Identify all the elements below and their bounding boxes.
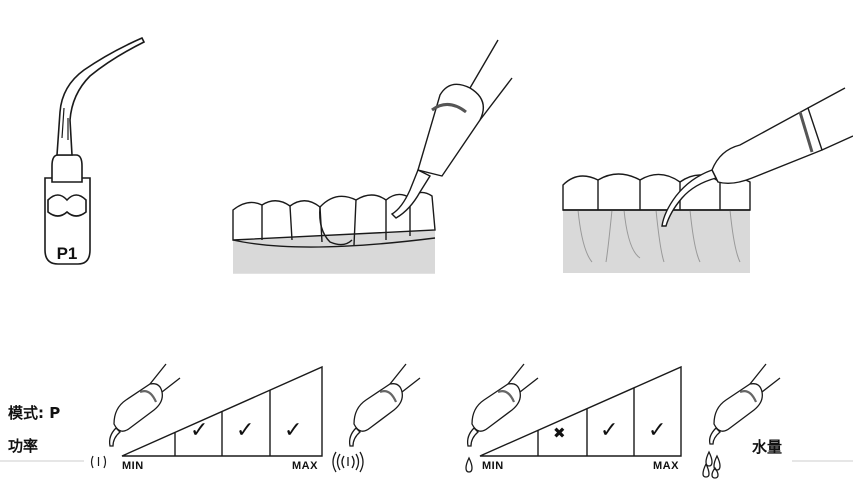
water-min-label: MIN <box>482 460 504 472</box>
power-min-label: MIN <box>122 460 144 472</box>
power-min-handpiece-icon <box>108 363 181 447</box>
power-max-label: MAX <box>292 460 318 472</box>
water-level-3-check-icon: ✓ <box>648 418 667 443</box>
scaling-scene-1 <box>232 39 513 274</box>
power-level-2-check-icon: ✓ <box>236 418 255 443</box>
water-min-handpiece-icon <box>466 363 539 447</box>
water-scale <box>479 365 682 457</box>
water-label: 水量 <box>752 438 783 456</box>
tip-label: P1 <box>57 244 78 263</box>
water-level-2-check-icon: ✓ <box>600 418 619 443</box>
power-max-handpiece-icon <box>348 363 421 447</box>
power-level-3-check-icon: ✓ <box>284 418 303 443</box>
scaling-scene-2 <box>562 87 853 273</box>
power-label: 功率 <box>8 437 39 455</box>
vibration-small-icon <box>90 455 107 469</box>
power-level-1-check-icon: ✓ <box>190 418 209 443</box>
water-level-1-cross-icon: ✖ <box>553 424 566 442</box>
water-drops-large-icon <box>702 450 721 479</box>
vibration-large-icon <box>332 451 364 473</box>
water-max-label: MAX <box>653 460 679 472</box>
power-scale <box>121 365 323 457</box>
water-drop-small-icon <box>465 456 473 473</box>
water-max-handpiece-icon <box>708 363 781 445</box>
mode-label: 模式: P <box>8 404 61 422</box>
p1-tip-illustration <box>44 36 146 265</box>
